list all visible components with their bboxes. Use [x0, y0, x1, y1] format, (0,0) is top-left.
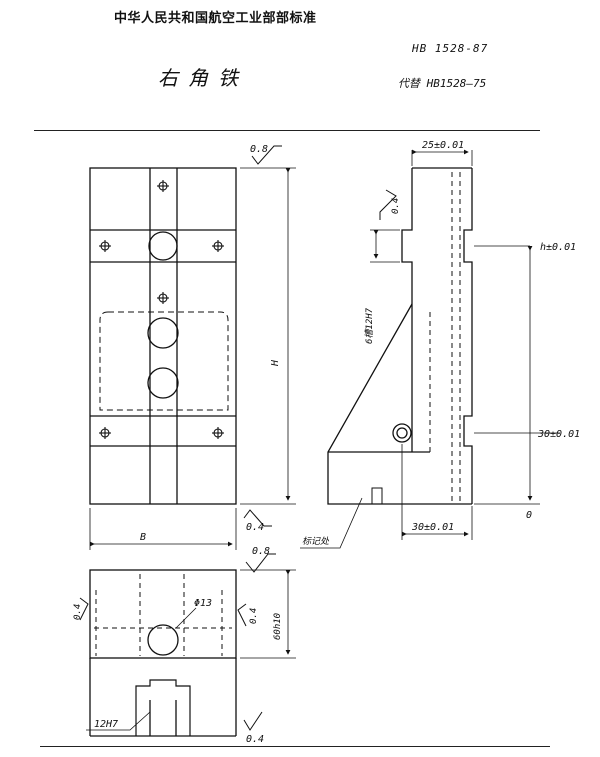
top-view	[79, 569, 296, 737]
front-roughness-bottom: 0.4	[246, 522, 264, 533]
h-dim: h±0.01	[540, 242, 576, 253]
front-hole-3	[147, 367, 179, 399]
top-outline	[89, 569, 237, 659]
hole-height-dim: 30±0.01	[537, 429, 580, 440]
slot-label: 6槽12H7	[364, 307, 375, 344]
depth-dim: 60h10	[273, 613, 283, 640]
hole-diameter: Φ13	[194, 598, 212, 609]
side-top-dim: 25±0.01	[422, 140, 464, 151]
standard-number: HB 1528-87	[412, 42, 489, 55]
header-rule	[34, 130, 540, 131]
front-roughness-under: 0.8	[252, 546, 270, 557]
key-dim: 12H7	[94, 719, 118, 730]
front-view	[89, 145, 296, 573]
marking-callout: 标记处	[302, 536, 330, 547]
front-hole-2	[147, 317, 179, 349]
replaces-standard: 代替 HB1528—75	[398, 77, 487, 90]
front-roughness-top: 0.8	[250, 144, 268, 155]
part-title: 右角铁	[158, 66, 248, 90]
top-hole	[147, 624, 179, 656]
side-bottom-dim: 30±0.01	[411, 522, 454, 533]
side-roughness: 0.4	[391, 198, 401, 214]
height-label: H	[270, 359, 281, 367]
top-roughness-left: 0.4	[73, 604, 83, 620]
top-roughness-bottom: 0.4	[246, 734, 264, 745]
issuing-organization: 中华人民共和国航空工业部部标准	[114, 11, 317, 26]
footer-rule	[40, 746, 550, 747]
side-view	[300, 149, 560, 549]
side-hole	[392, 423, 412, 443]
top-roughness-right: 0.4	[249, 608, 259, 624]
front-outline	[89, 167, 237, 505]
width-label: B	[140, 532, 146, 543]
front-hole-1	[148, 231, 178, 261]
datum-zero: 0	[526, 510, 532, 521]
